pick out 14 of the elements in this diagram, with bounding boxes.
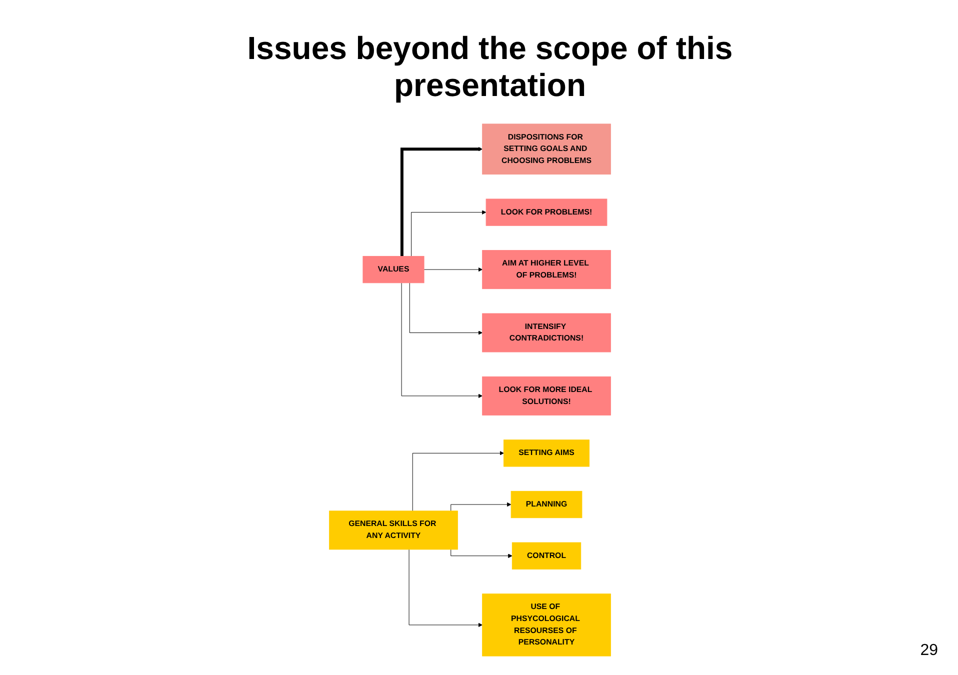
node-box	[482, 313, 611, 352]
node-box	[329, 510, 458, 550]
node-box	[510, 490, 582, 518]
arrow	[400, 146, 483, 256]
node-box	[362, 256, 424, 284]
node-box	[482, 594, 611, 656]
node-box	[486, 198, 608, 226]
slide-title: Issues beyond the scope of this presentation	[246, 30, 734, 104]
node-box	[482, 250, 611, 290]
node-box	[504, 440, 590, 467]
node-box	[512, 542, 582, 570]
node-box	[482, 376, 611, 416]
page-number: 29	[920, 642, 938, 660]
node-box	[482, 124, 611, 175]
